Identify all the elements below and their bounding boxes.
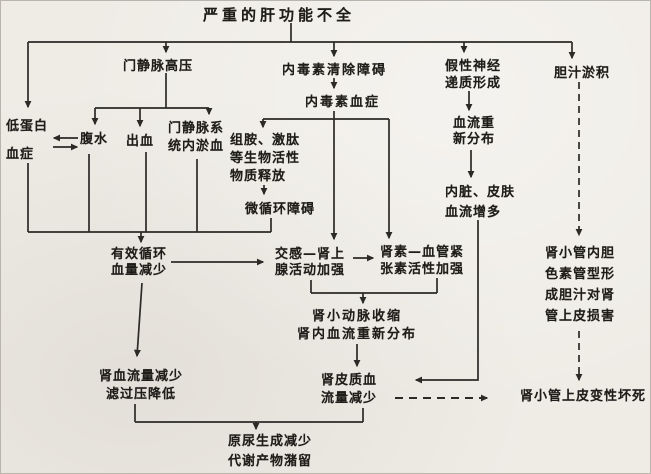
node-tubular-necrosis: 肾小管上皮变性坏死 [520,389,647,404]
node-effective-blood-volume: 有效循环 血量减少 [111,247,168,278]
node-cholestasis: 胆汁淤积 [554,66,611,81]
node-bile-pigment-casts: 肾小管内胆 色素管型形 成胆汁对肾 管上皮损害 [545,246,616,324]
node-ascites: 腹水 [80,132,109,147]
node-title: 严重的肝功能不全 [203,6,356,24]
node-urine-formation-decrease: 原尿生成减少 代谢产物潴留 [227,434,312,469]
node-histamine-release: 组胺、激肽 等生物活性 物质释放 [230,133,301,184]
edge-hypoproteinemia-ascites [52,134,79,151]
edge-neurotransmitter-chain [414,91,479,384]
edge-volume-to-renal-flow [133,282,143,358]
node-portal-hypertension: 门静脉高压 [123,59,194,74]
node-renin-angiotensin: 肾素—血管紧 张素活性加强 [380,245,465,277]
node-portal-congestion: 门静脉系 统内淤血 [168,121,225,154]
node-endotoxemia: 内毒素血症 [305,95,381,110]
node-visceral-skin-flow: 内脏、皮肤 血流增多 [445,185,516,220]
edge-urine-collector [134,404,364,431]
node-blood-flow-redistribution: 血流重 新分布 [453,116,496,147]
node-microcirculation-disorder: 微循环障碍 [245,202,316,217]
node-renal-arteriole-constriction: 肾小动脉收缩 肾内血流重新分布 [296,309,417,342]
node-false-neurotransmitter: 假性神经 递质形成 [445,59,502,91]
edge-volume-collector [27,152,272,244]
node-sympathetic-adrenal: 交感—肾上 腺活动加强 [275,247,346,278]
edge-portal-branch [91,73,213,128]
node-bleeding: 出血 [126,134,155,149]
edge-title-trunk [24,23,576,109]
node-cortical-blood-flow-decrease: 肾皮质血 流量减少 [321,373,378,406]
edge-bracket-renal-arteriole [310,278,438,305]
node-hypoproteinemia: 低蛋白 血症 [6,119,49,162]
node-endotoxin-clearance: 内毒素清除障碍 [282,63,388,78]
node-renal-blood-flow-decrease: 肾血流量减少 滤过压降低 [98,369,183,402]
edge-endotoxemia-branch [259,78,393,241]
